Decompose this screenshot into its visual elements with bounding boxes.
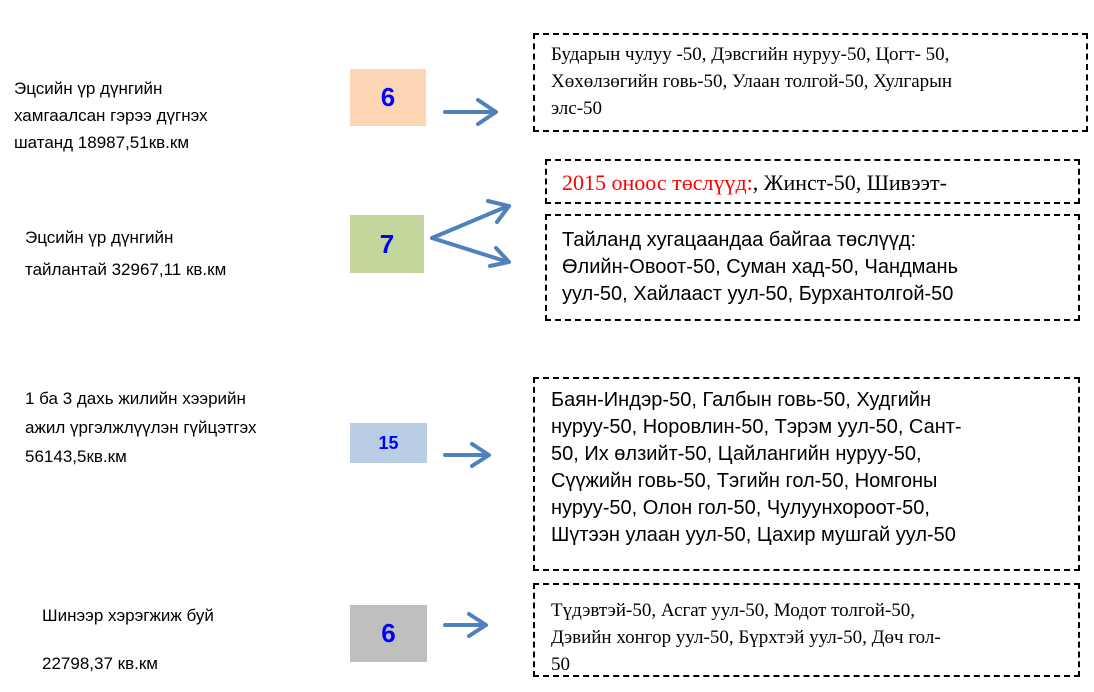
arrow-right-icon [443, 612, 488, 638]
label-line: шатанд 18987,51кв.км [14, 133, 190, 152]
box-line: 50 [551, 654, 570, 675]
label-line: 22798,37 кв.км [42, 654, 158, 673]
count-box-fieldwork: 15 [350, 423, 427, 463]
label-fieldwork: 1 ба 3 дахь жилийн хээрийн ажил үргэлжлү… [25, 384, 257, 471]
box-line: Түдэвтэй-50, Асгат уул-50, Модот толгой-… [551, 600, 915, 621]
label-line: Шинээр хэрэгжиж буй [42, 606, 214, 625]
label-line: Эцсийн үр дүнгийн [14, 79, 163, 98]
box-line: Сүүжийн говь-50, Тэгийн гол-50, Номгоны [551, 470, 938, 492]
projects-2015-box: 2015 оноос төслүүд:, Жинст-50, Шивээт- [545, 159, 1080, 204]
box-line: Шүтээн улаан уул-50, Цахир мушгай уул-50 [551, 524, 956, 546]
highlight-2015: 2015 оноос төслүүд: [562, 170, 753, 195]
projects-2015-text: , Жинст-50, Шивээт- [752, 170, 947, 195]
label-final-report: Эцсийн үр дүнгийн тайлантай 32967,11 кв.… [25, 222, 226, 286]
count-box-contract: 6 [350, 69, 426, 126]
label-final-contract: Эцсийн үр дүнгийн хамгаалсан гэрээ дүгнэ… [14, 75, 208, 156]
box-line: 50, Их өлзийт-50, Цайлангийн нуруу-50, [551, 443, 922, 465]
label-line: 56143,5кв.км [25, 447, 127, 466]
fork-arrow-down-icon [430, 236, 511, 268]
count-box-new: 6 [350, 605, 427, 662]
label-new: Шинээр хэрэгжиж буй 22798,37 кв.км [42, 592, 214, 688]
label-line: тайлантай 32967,11 кв.км [25, 260, 227, 279]
arrow-right-icon [443, 98, 498, 126]
label-line: хамгаалсан гэрээ дүгнэх [14, 106, 208, 125]
box-line: Бударын чулуу -50, Дэвсгийн нуруу-50, Цо… [551, 44, 950, 65]
projects-fieldwork-box: Баян-Индэр-50, Галбын говь-50, Худгийн н… [533, 377, 1080, 571]
box-line: Хөхөлзөгийн говь-50, Улаан толгой-50, Ху… [551, 71, 953, 92]
count-box-report: 7 [350, 215, 424, 273]
box-line: уул-50, Хайлааст уул-50, Бурхантолгой-50 [562, 283, 954, 305]
box-line: Өлийн-Овоот-50, Суман хад-50, Чандмань [562, 256, 959, 278]
projects-report-box: Тайланд хугацаандаа байгаа төслүүд: Өлий… [545, 214, 1080, 321]
box-line: нуруу-50, Норовлин-50, Тэрэм уул-50, Сан… [551, 416, 962, 438]
label-line: 1 ба 3 дахь жилийн хээрийн [25, 389, 246, 408]
box-line: Дэвийн хонгор уул-50, Бүрхтэй уул-50, Дө… [551, 627, 941, 648]
box-line: элс-50 [551, 98, 603, 119]
projects-new-box: Түдэвтэй-50, Асгат уул-50, Модот толгой-… [533, 583, 1080, 677]
fork-arrow-up-icon [430, 199, 511, 240]
box-line: Тайланд хугацаандаа байгаа төслүүд: [562, 229, 917, 251]
label-line: ажил үргэлжлүүлэн гүйцэтгэх [25, 418, 257, 437]
projects-contract-box: Бударын чулуу -50, Дэвсгийн нуруу-50, Цо… [533, 33, 1088, 132]
box-line: нуруу-50, Олон гол-50, Чулуунхороот-50, [551, 497, 930, 519]
box-line: Баян-Индэр-50, Галбын говь-50, Худгийн [551, 389, 932, 411]
label-line: Эцсийн үр дүнгийн [25, 228, 174, 247]
arrow-right-icon [443, 442, 491, 468]
